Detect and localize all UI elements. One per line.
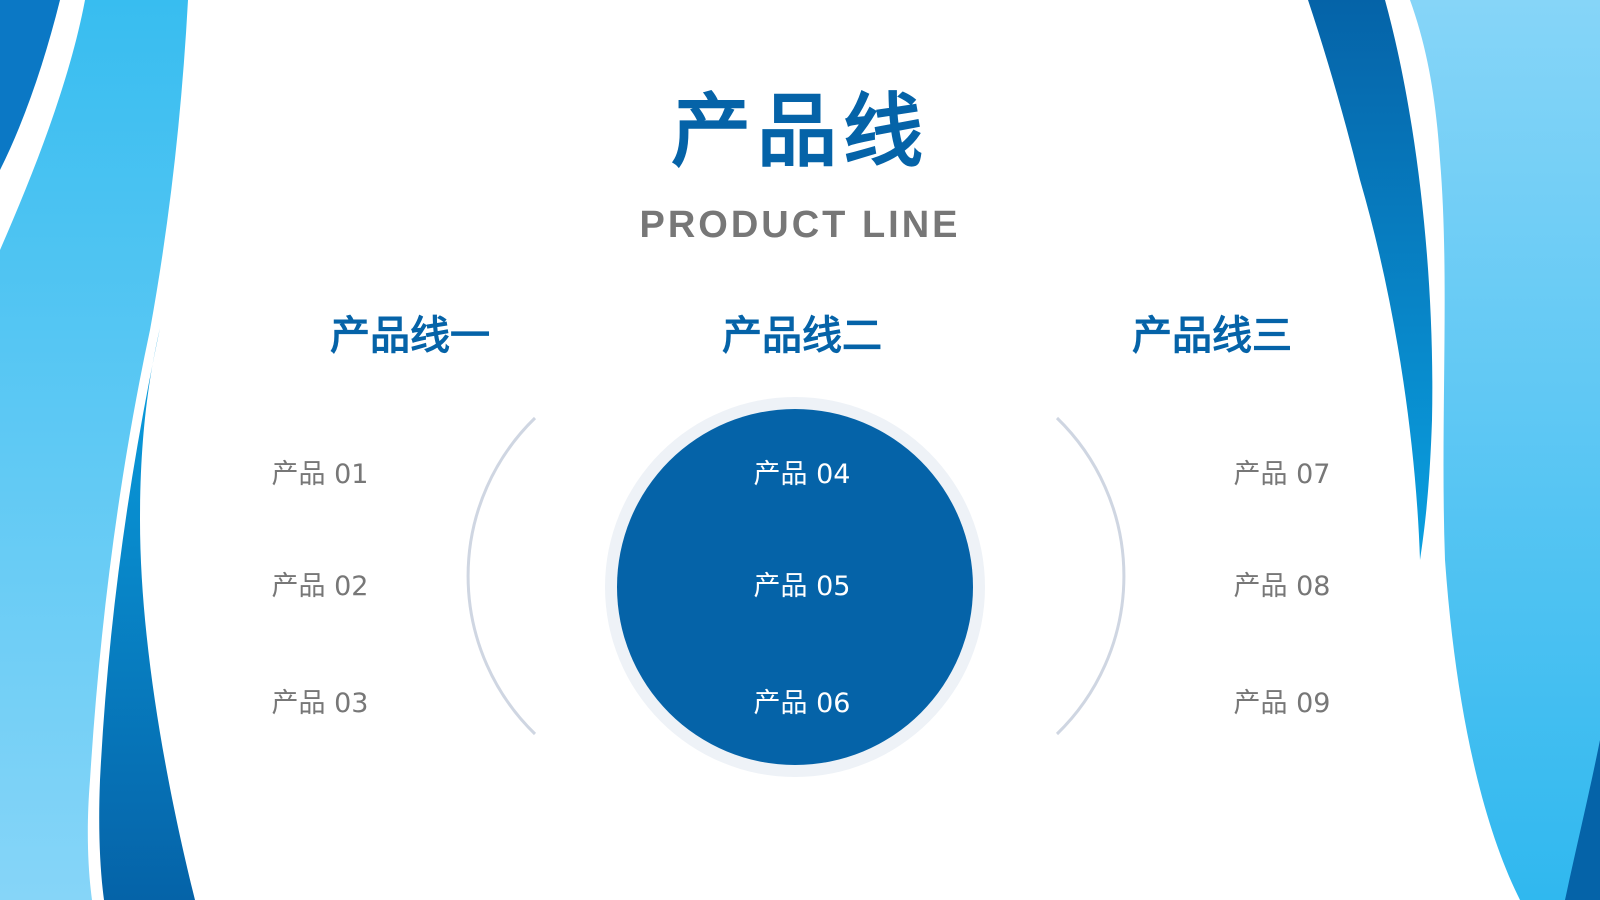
product-item: 产品 03 (271, 688, 369, 719)
product-item: 产品 02 (271, 571, 369, 602)
product-item: 产品 01 (271, 459, 369, 490)
product-item: 产品 04 (753, 459, 851, 490)
product-item: 产品 09 (1233, 688, 1331, 719)
page-subtitle: PRODUCT LINE (639, 204, 961, 246)
product-line-1-title: 产品线一 (330, 313, 490, 359)
product-line-3-title: 产品线三 (1132, 313, 1292, 359)
center-circle (617, 409, 973, 765)
product-line-2-title: 产品线二 (722, 313, 882, 359)
product-item: 产品 08 (1233, 571, 1331, 602)
left-wave-decoration (0, 0, 195, 900)
right-wave-decoration (1308, 0, 1600, 900)
product-item: 产品 07 (1233, 459, 1331, 490)
right-arc (1055, 416, 1126, 736)
product-item: 产品 05 (753, 571, 851, 602)
product-item: 产品 06 (753, 688, 851, 719)
left-arc (466, 416, 537, 736)
page-title: 产品线 (671, 85, 929, 178)
